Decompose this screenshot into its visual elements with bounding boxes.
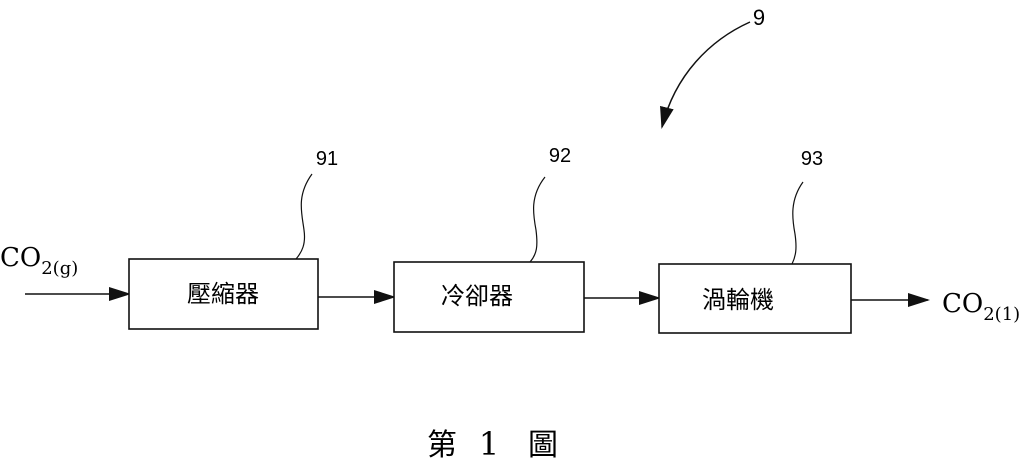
cooler-label: 冷卻器 [441,282,513,310]
cooler-leader-line [529,176,546,263]
caption-prefix: 第 [427,428,457,463]
system-ref-arrow [660,21,751,129]
caption-suffix: 圖 [528,428,558,463]
cooler-ref: 92 [549,145,571,167]
figure-caption: 第 1 圖 [427,425,558,463]
turbine-label: 渦輪機 [702,286,774,314]
turbine-block: 渦輪機 [658,263,852,334]
compressor-label: 壓縮器 [187,280,259,308]
turbine-ref: 93 [801,148,823,170]
cooler-block: 冷卻器 [393,261,585,333]
output-label: CO2(1) [942,289,1020,325]
caption-number: 1 [479,425,499,463]
compressor-block: 壓縮器 [128,258,319,330]
compressor-leader-line [295,173,313,260]
input-label: CO2(g) [0,243,78,279]
system-ref-label: 9 [753,5,765,30]
turbine-leader-line [791,181,804,265]
compressor-ref: 91 [316,148,338,170]
